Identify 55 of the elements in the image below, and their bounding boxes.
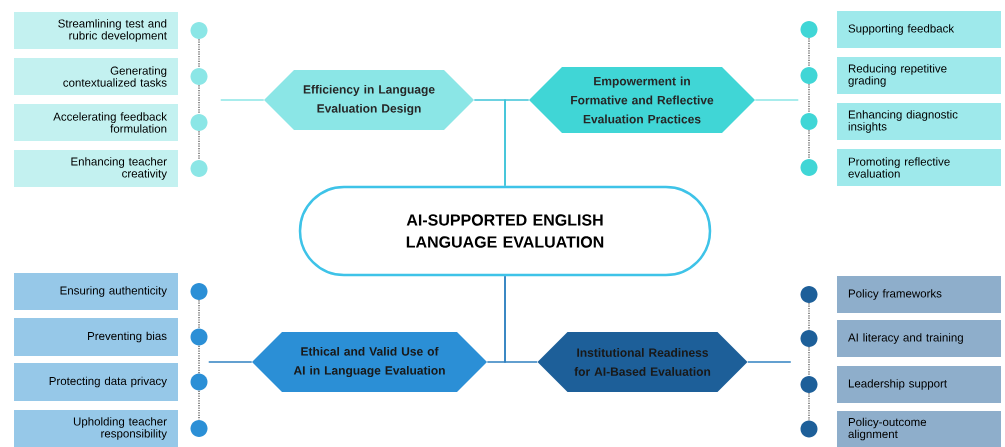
item-box: Ensuring authenticity bbox=[14, 273, 178, 310]
connector-line bbox=[198, 390, 200, 421]
item-box: Protecting data privacy bbox=[14, 363, 178, 401]
bullet-dot bbox=[800, 420, 818, 438]
item-box: Leadership support bbox=[837, 366, 1001, 403]
connector-line bbox=[208, 361, 253, 363]
bullet-dot bbox=[190, 420, 208, 437]
connector-line bbox=[198, 38, 200, 69]
connector-line bbox=[504, 275, 538, 363]
item-box: Promoting reflective evaluation bbox=[837, 149, 1001, 186]
bullet-dot bbox=[190, 328, 208, 346]
hexagon-box: Ethical and Valid Use of AI in Language Evaluation bbox=[252, 332, 487, 392]
bullet-dot bbox=[190, 68, 208, 85]
item-box: Supporting feedback bbox=[837, 11, 1001, 48]
connector-line bbox=[808, 37, 810, 68]
connector-line bbox=[808, 83, 810, 114]
item-box: Upholding teacher responsibility bbox=[14, 410, 178, 447]
bullet-dot bbox=[800, 113, 818, 130]
connector-line bbox=[220, 99, 265, 101]
bullet-dot bbox=[800, 286, 818, 303]
item-box: Streamlining test and rubric development bbox=[14, 12, 178, 49]
connector-line bbox=[747, 361, 792, 363]
connector-line bbox=[754, 99, 800, 101]
title-capsule: AI-SUPPORTED ENGLISH LANGUAGE EVALUATION bbox=[298, 185, 712, 277]
item-box: Enhancing diagnostic insights bbox=[837, 103, 1001, 140]
item-box: Preventing bias bbox=[14, 318, 178, 356]
bullet-dot bbox=[800, 159, 818, 176]
connector-line bbox=[198, 345, 200, 374]
item-box: Policy-outcome alignment bbox=[837, 411, 1001, 447]
item-box: Reducing repetitive grading bbox=[837, 57, 1001, 94]
bullet-dot bbox=[190, 22, 208, 39]
hexagon-box: Empowerment in Formative and Reflective Evaluation Practices bbox=[529, 67, 755, 133]
bullet-dot bbox=[800, 376, 818, 393]
bullet-dot bbox=[190, 283, 208, 300]
connector-line bbox=[198, 84, 200, 115]
connector-line bbox=[198, 130, 200, 161]
bullet-dot bbox=[190, 114, 208, 131]
connector-line bbox=[808, 302, 810, 331]
item-box: Enhancing teacher creativity bbox=[14, 150, 178, 187]
connector-line bbox=[808, 346, 810, 377]
bullet-dot bbox=[800, 21, 818, 38]
bullet-dot bbox=[190, 160, 208, 177]
connector-line bbox=[808, 129, 810, 160]
hexagon-box: Institutional Readiness for AI-Based Evaluation bbox=[537, 332, 748, 392]
bullet-dot bbox=[800, 67, 818, 84]
connector-line bbox=[808, 392, 810, 421]
item-box: Accelerating feedback formulation bbox=[14, 104, 178, 141]
hexagon-box: Efficiency in Language Evaluation Design bbox=[264, 70, 474, 130]
connector-line bbox=[198, 299, 200, 329]
connector-line bbox=[504, 99, 530, 187]
item-box: AI literacy and training bbox=[837, 320, 1001, 357]
bullet-dot bbox=[800, 330, 818, 347]
bullet-dot bbox=[190, 373, 208, 391]
item-box: Generating contextualized tasks bbox=[14, 58, 178, 95]
item-box: Policy frameworks bbox=[837, 276, 1001, 313]
